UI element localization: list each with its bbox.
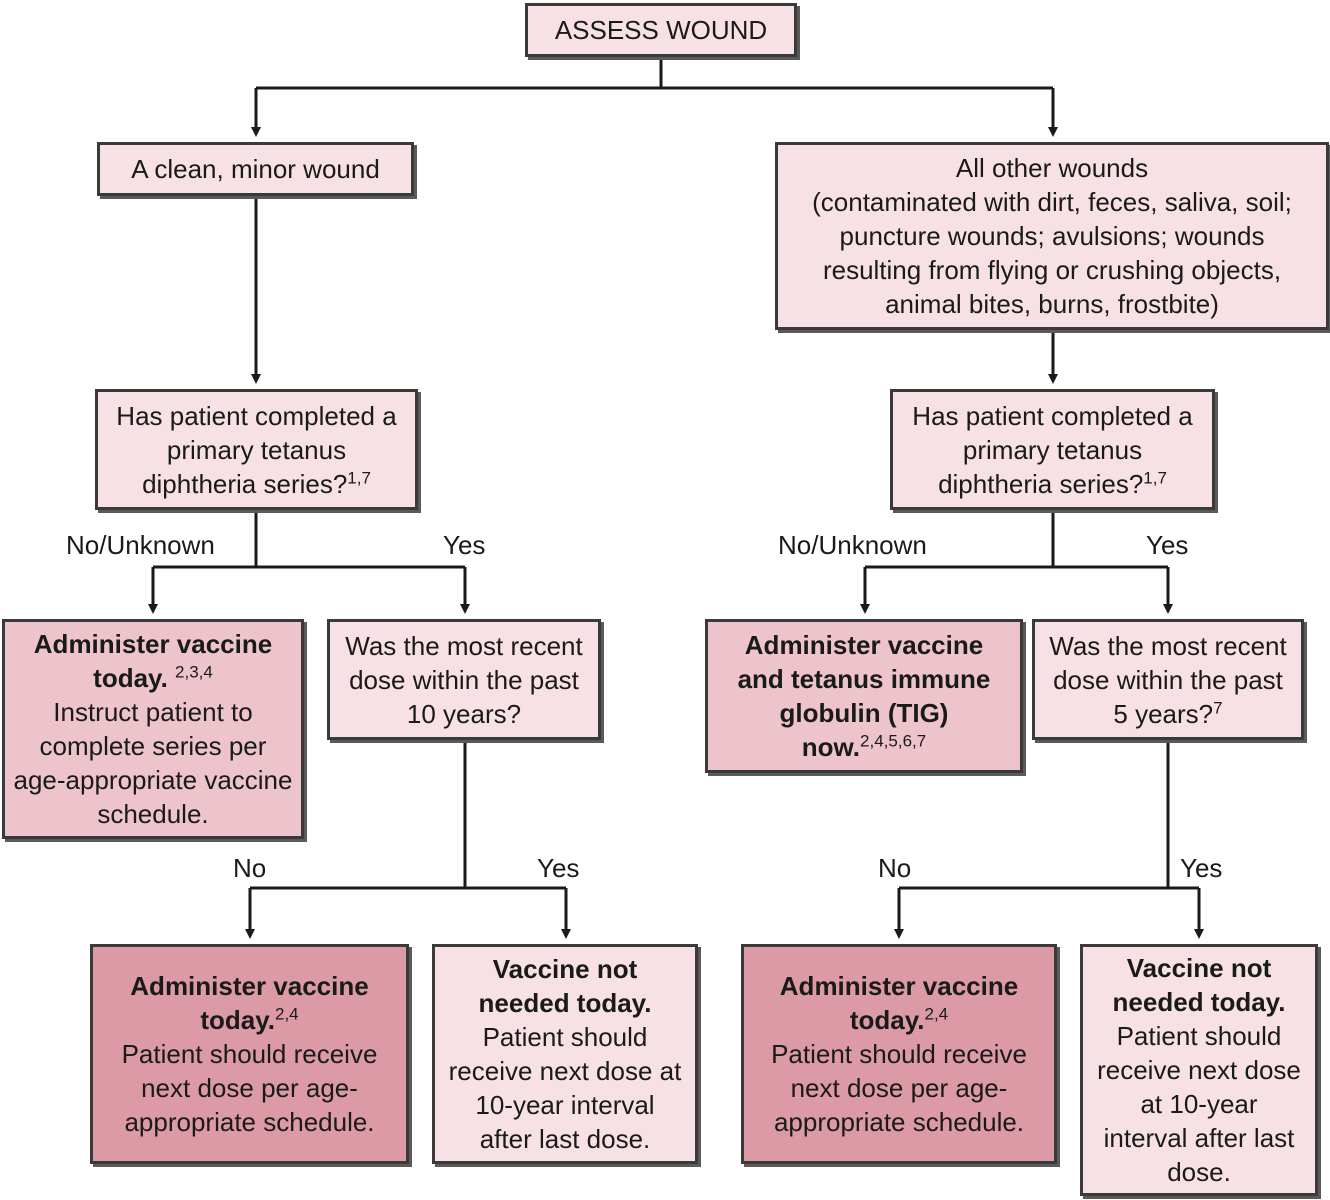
other-wounds-box: All other wounds (contaminated with dirt… — [775, 142, 1329, 330]
assess-wound-label: ASSESS WOUND — [554, 15, 768, 45]
other-dose-no-action-box: Administer vaccine today.2,4 Patient sho… — [741, 944, 1057, 1164]
clean-dose-yes-heading: Vaccine not needed today. — [478, 954, 652, 1018]
other-dose-question-box: Was the most recent dose within the past… — [1032, 619, 1304, 740]
clean-administer-detail: Instruct patient to complete series per … — [13, 697, 293, 829]
other-dose-question-text: Was the most recent dose within the past… — [1049, 630, 1287, 729]
other-administer-tig-heading: Administer vaccine and tetanus immune gl… — [737, 630, 991, 762]
other-wounds-title: All other wounds — [955, 153, 1149, 183]
other-administer-tig-ref: 2,4,5,6,7 — [860, 731, 927, 751]
clean-dose-question-box: Was the most recent dose within the past… — [327, 619, 601, 740]
clean-wound-label: A clean, minor wound — [131, 154, 380, 184]
assess-wound-box: ASSESS WOUND — [525, 3, 797, 57]
other-dose-no-ref: 2,4 — [924, 1004, 949, 1024]
clean-dose-yes-detail: Patient should receive next dose at 10-y… — [448, 1022, 682, 1154]
other-dose-yes-detail: Patient should receive next dose at 10-y… — [1097, 1021, 1301, 1187]
clean-no-unknown-label: No/Unknown — [66, 530, 215, 560]
other-no-unknown-label: No/Unknown — [778, 530, 927, 560]
clean-dose-no-action-box: Administer vaccine today.2,4 Patient sho… — [90, 944, 409, 1164]
other-dose-question-ref: 7 — [1213, 697, 1223, 717]
clean-dose-no-heading: Administer vaccine today. — [130, 971, 369, 1035]
clean-series-question-box: Has patient completed a primary tetanus … — [95, 389, 418, 510]
clean-yes-label: Yes — [443, 530, 486, 560]
clean-wound-box: A clean, minor wound — [97, 142, 414, 196]
clean-dose-no-label: No — [233, 853, 267, 883]
other-dose-yes-heading: Vaccine not needed today. — [1112, 953, 1286, 1017]
other-series-question-text: Has patient completed a primary tetanus … — [912, 400, 1193, 499]
clean-dose-question-text: Was the most recent dose within the past… — [345, 630, 583, 729]
clean-administer-box: Administer vaccine today. 2,3,4 Instruct… — [2, 619, 304, 839]
clean-dose-no-detail: Patient should receive next dose per age… — [121, 1039, 378, 1137]
clean-dose-yes-action-box: Vaccine not needed today. Patient should… — [432, 944, 698, 1164]
other-wounds-description: (contaminated with dirt, feces, saliva, … — [812, 187, 1292, 319]
other-dose-no-label: No — [878, 853, 912, 883]
other-series-question-box: Has patient completed a primary tetanus … — [890, 389, 1215, 510]
other-yes-label: Yes — [1146, 530, 1189, 560]
clean-series-question-text: Has patient completed a primary tetanus … — [116, 400, 397, 499]
clean-dose-yes-label: Yes — [537, 853, 580, 883]
other-dose-yes-action-box: Vaccine not needed today. Patient should… — [1080, 944, 1318, 1196]
clean-series-question-ref: 1,7 — [347, 467, 371, 487]
other-dose-yes-label: Yes — [1180, 853, 1223, 883]
other-dose-no-heading: Administer vaccine today. — [779, 971, 1019, 1035]
other-dose-no-detail: Patient should receive next dose per age… — [771, 1039, 1027, 1137]
clean-dose-no-ref: 2,4 — [275, 1004, 299, 1024]
other-series-question-ref: 1,7 — [1143, 467, 1167, 487]
other-administer-tig-box: Administer vaccine and tetanus immune gl… — [705, 619, 1023, 773]
clean-administer-ref: 2,3,4 — [175, 662, 213, 682]
clean-administer-heading: Administer vaccine today. — [33, 629, 273, 693]
